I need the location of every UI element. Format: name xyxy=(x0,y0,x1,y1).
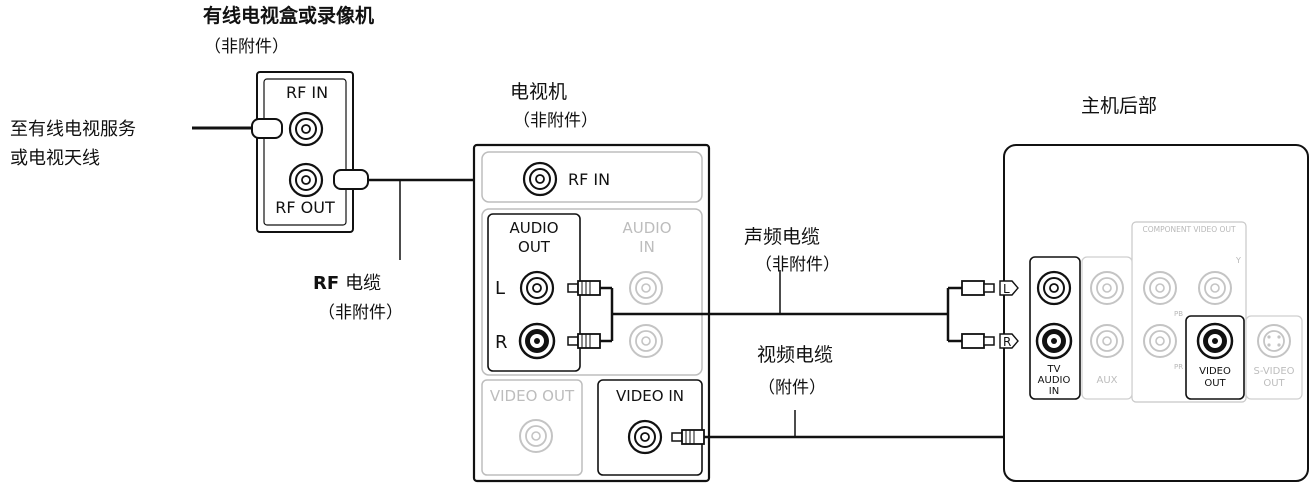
tv-rf-in-jack[interactable] xyxy=(522,161,558,197)
main-unit-aux-label: AUX xyxy=(1096,375,1117,386)
tv-audio-out-left-jack[interactable] xyxy=(519,270,555,306)
antenna-feed-cable xyxy=(192,118,283,139)
video-cable-note: （附件） xyxy=(758,378,826,398)
tv-audio-out-label-2: OUT xyxy=(518,238,551,256)
main-unit-s-video-label-2: OUT xyxy=(1263,378,1285,389)
main-unit-video-out-label-2: OUT xyxy=(1204,378,1226,389)
main-unit-s-video-label-1: S-VIDEO xyxy=(1253,366,1294,377)
rf-cable-note: （非附件） xyxy=(318,303,403,323)
cable-box-note: （非附件） xyxy=(204,37,289,57)
main-unit-tv-audio-in-label-1: TV xyxy=(1047,364,1061,375)
main-unit-pb-label: PB xyxy=(1174,310,1183,318)
tv-audio-out-label-1: AUDIO xyxy=(509,219,558,237)
tv-rf-in-label: RF IN xyxy=(568,170,610,189)
tv-audio-in-right-jack[interactable] xyxy=(629,324,663,358)
cable-box-rf-out-jack[interactable] xyxy=(288,162,324,198)
audio-cable-label: 声频电缆 xyxy=(744,226,820,248)
tv-audio-out-right-jack[interactable] xyxy=(518,322,556,360)
tv-note: （非附件） xyxy=(513,111,598,131)
main-unit-pr-label: PR xyxy=(1174,363,1183,371)
main-unit-plug-r-label: R xyxy=(1003,335,1011,349)
cable-box-panel xyxy=(256,71,354,233)
main-unit-aux-left-jack[interactable] xyxy=(1090,271,1124,305)
cable-box-rf-out-label: RF OUT xyxy=(275,198,335,217)
antenna-source-line2: 或电视天线 xyxy=(10,148,100,169)
main-unit-video-out-label-1: VIDEO xyxy=(1199,366,1231,377)
main-unit-aux-right-jack[interactable] xyxy=(1090,324,1124,358)
audio-cable-note: （非附件） xyxy=(755,255,840,275)
main-unit-video-out-jack[interactable] xyxy=(1196,322,1234,360)
cable-box-rf-in-label: RF IN xyxy=(286,83,328,102)
main-unit-component-y-jack[interactable] xyxy=(1198,271,1232,305)
main-unit-tv-audio-in-right-jack[interactable] xyxy=(1035,322,1073,360)
tv-right-label: R xyxy=(495,332,508,353)
main-unit-tv-audio-in-label-3: IN xyxy=(1049,386,1059,397)
audio-cable xyxy=(567,270,995,349)
tv-left-label: L xyxy=(495,278,505,299)
main-unit-y-label: Y xyxy=(1235,256,1241,265)
tv-title: 电视机 xyxy=(510,81,567,103)
main-unit-plug-l-label: L xyxy=(1003,282,1010,296)
cable-box-title: 有线电视盒或录像机 xyxy=(203,4,374,27)
main-unit-component-pr-top-jack[interactable] xyxy=(1143,271,1177,305)
tv-audio-in-left-jack[interactable] xyxy=(629,271,663,305)
main-unit-s-video-jack[interactable] xyxy=(1257,324,1291,358)
main-unit-tv-audio-in-left-jack[interactable] xyxy=(1036,270,1072,306)
antenna-source-line1: 至有线电视服务 xyxy=(10,119,136,140)
tv-video-out-jack[interactable] xyxy=(519,419,553,453)
main-unit-component-pb-jack[interactable] xyxy=(1143,324,1177,358)
main-unit-r-tag xyxy=(999,333,1019,349)
tv-audio-in-label-1: AUDIO xyxy=(622,219,671,237)
main-unit-title: 主机后部 xyxy=(1081,95,1157,117)
cable-box-rf-in-jack[interactable] xyxy=(288,111,324,147)
tv-video-out-label: VIDEO OUT xyxy=(490,387,575,405)
tv-video-in-label: VIDEO IN xyxy=(616,387,684,405)
video-cable-label: 视频电缆 xyxy=(757,344,833,366)
main-unit-component-label: COMPONENT VIDEO OUT xyxy=(1142,225,1235,234)
main-unit-l-tag xyxy=(999,280,1019,296)
main-unit-tv-audio-in-label-2: AUDIO xyxy=(1038,375,1071,386)
tv-audio-in-label-2: IN xyxy=(639,238,655,256)
tv-video-in-jack[interactable] xyxy=(627,419,663,455)
